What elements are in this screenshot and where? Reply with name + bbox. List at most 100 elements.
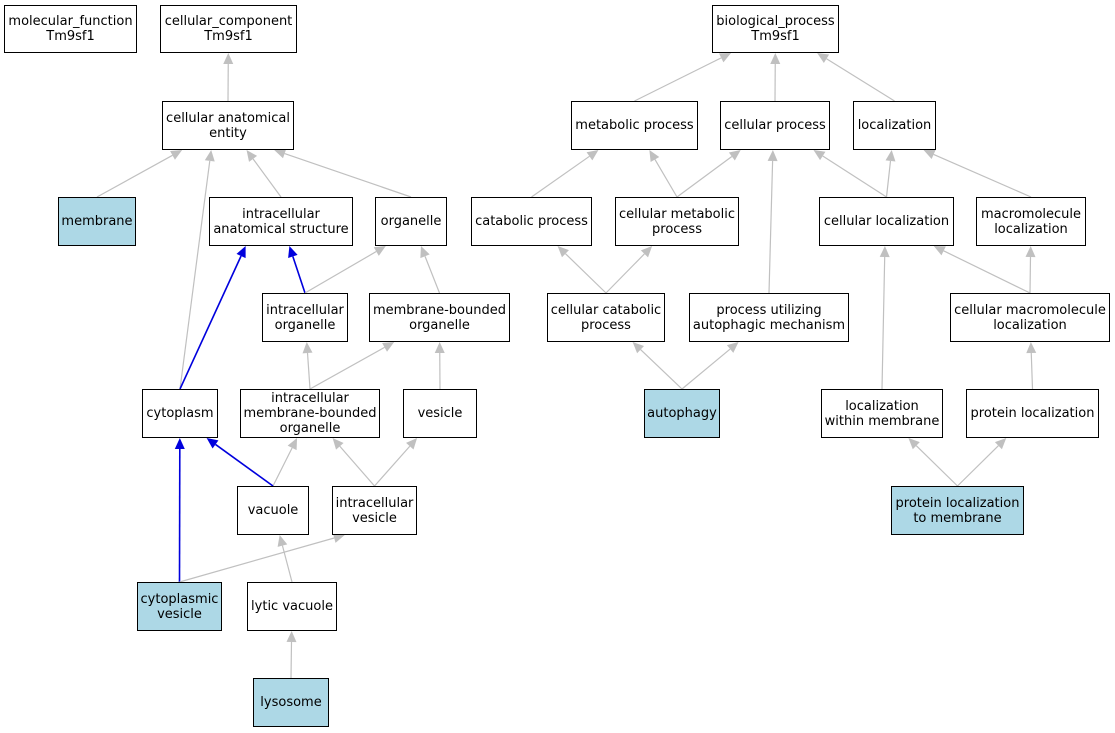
edge-arrowhead xyxy=(923,149,936,159)
node-membrane[interactable]: membrane xyxy=(58,197,136,246)
edge-is-a xyxy=(933,153,1032,198)
edge-is-a xyxy=(915,445,958,487)
node-label-line: process xyxy=(581,317,631,333)
edge-is-a xyxy=(309,346,385,390)
node-label-line: localization xyxy=(845,398,919,414)
node-label-line: macromolecule xyxy=(980,206,1081,222)
node-label-line: lysosome xyxy=(260,695,322,710)
node-cellular-localization[interactable]: cellular localization xyxy=(819,197,954,246)
edge-is-a xyxy=(1030,352,1034,390)
node-label-line: intracellular xyxy=(271,391,349,406)
node-autophagy[interactable]: autophagy xyxy=(644,389,720,438)
node-vacuole[interactable]: vacuole xyxy=(237,486,309,535)
edge-is-a xyxy=(681,348,731,390)
edge-arrowhead xyxy=(817,53,830,64)
edge-arrowhead xyxy=(206,438,219,449)
edge-arrowhead xyxy=(632,342,645,354)
edge-arrowhead xyxy=(373,246,386,256)
node-localization[interactable]: localization xyxy=(853,101,936,150)
node-label-line: within membrane xyxy=(824,413,940,429)
node-label-line: cytoplasmic xyxy=(140,591,219,607)
node-label-line: cellular anatomical xyxy=(166,110,290,126)
edge-is-a xyxy=(885,160,892,198)
node-metabolic-process[interactable]: metabolic process xyxy=(571,101,698,150)
node-label-line: process xyxy=(652,221,702,237)
edge-is-a xyxy=(531,155,590,198)
edge-arrowhead xyxy=(287,438,298,451)
edge-is-a xyxy=(339,445,375,487)
edge-is-a xyxy=(768,160,774,294)
node-label-line: autophagic mechanism xyxy=(692,317,846,333)
edge-arrowhead xyxy=(1025,246,1036,258)
edge-arrowhead xyxy=(728,150,741,161)
node-label-line: entity xyxy=(209,125,247,141)
node-label-line: to membrane xyxy=(913,510,1002,526)
node-label-line: organelle xyxy=(279,421,341,436)
node-cytoplasm[interactable]: cytoplasm xyxy=(142,389,218,438)
node-label-line: cellular localization xyxy=(823,214,950,229)
node-label-line: intracellular xyxy=(266,302,344,318)
node-label-line: anatomical structure xyxy=(213,221,349,237)
node-lytic-vacuole[interactable]: lytic vacuole xyxy=(247,582,337,631)
edge-arrowhead xyxy=(288,246,298,259)
edge-arrowhead xyxy=(813,150,826,161)
node-label-line: autophagy xyxy=(647,406,717,421)
edge-arrowhead xyxy=(767,150,778,162)
edge-arrowhead xyxy=(277,535,288,547)
edge-is-a xyxy=(281,545,293,583)
node-label-line: protein localization xyxy=(970,406,1095,421)
node-vesicle[interactable]: vesicle xyxy=(403,389,477,438)
node-label-line: cellular process xyxy=(724,118,826,133)
node-label-line: cellular catabolic xyxy=(550,302,662,318)
edge-is-a xyxy=(306,352,311,390)
node-label-line: membrane-bounded xyxy=(243,406,377,421)
edge-arrowhead xyxy=(223,53,234,65)
node-organelle[interactable]: organelle xyxy=(375,197,447,246)
edge-is-a xyxy=(654,159,678,198)
node-cellular-process[interactable]: cellular process xyxy=(720,101,830,150)
edge-arrowhead xyxy=(382,342,395,352)
edge-arrowhead xyxy=(908,438,920,450)
node-label-line: membrane-bounded xyxy=(372,302,506,318)
node-label-line: organelle xyxy=(409,317,470,333)
node-label-line: catabolic process xyxy=(475,214,588,229)
node-protein-localization[interactable]: protein localization xyxy=(966,389,1099,438)
edge-arrowhead xyxy=(246,150,258,162)
edge-is-a xyxy=(826,58,895,102)
edge-arrowhead xyxy=(286,631,297,643)
edge-is-a xyxy=(881,256,886,390)
edge-arrowhead xyxy=(586,150,599,161)
edge-is-a xyxy=(374,445,411,487)
edge-is-a xyxy=(822,155,887,198)
edge-is-a xyxy=(96,154,173,198)
edge-is-a xyxy=(565,253,607,294)
edge-arrowhead xyxy=(302,342,313,354)
node-lysosome[interactable]: lysosome xyxy=(253,678,329,727)
node-label-line: membrane xyxy=(61,214,133,229)
edge-is-a xyxy=(179,537,335,583)
edge-is-a xyxy=(605,253,645,294)
node-label-line: localization xyxy=(857,118,932,133)
edge-is-a xyxy=(943,250,1031,294)
node-catabolic-process[interactable]: catabolic process xyxy=(471,197,592,246)
edge-is-a xyxy=(957,445,999,487)
